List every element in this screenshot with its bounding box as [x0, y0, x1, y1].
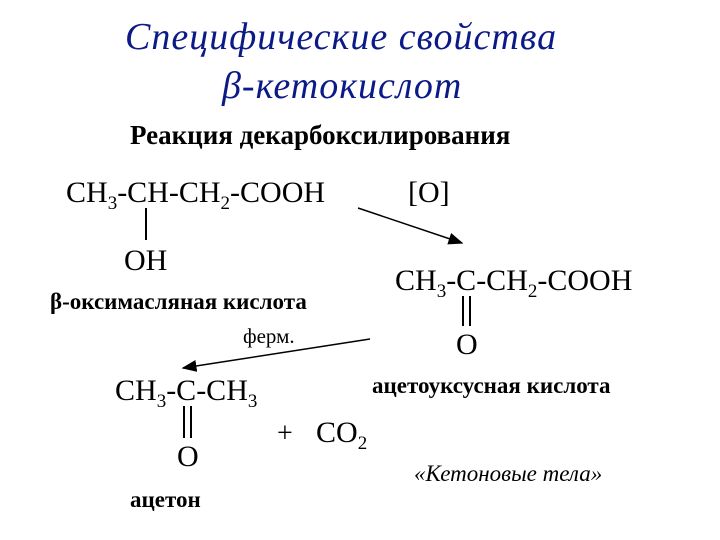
carbonyl-oxygen: O [456, 328, 478, 361]
formula-part: -COOH [537, 264, 633, 297]
formula-subscript: 3 [436, 281, 447, 302]
formula-subscript: 3 [156, 391, 167, 412]
hydroxybutyric-formula: CH3-CH-CH2-COOH [66, 176, 326, 214]
formula-part: -COOH [230, 176, 326, 209]
oxidation-arrow [357, 207, 464, 245]
acetone-formula: CH3-C-CH3 [115, 374, 257, 412]
title-line-2: β-кетокислот [222, 65, 463, 107]
hydroxybutyric-name: β-оксимасляная кислота [50, 289, 307, 314]
formula-part: CO [316, 416, 358, 449]
enzyme-label: ферм. [243, 324, 295, 348]
acetoacetic-name: ацетоуксусная кислота [372, 373, 611, 398]
plus-sign: + [277, 418, 293, 449]
formula-subscript: 2 [220, 193, 231, 214]
decarboxylation-arrow [181, 338, 371, 372]
formula-part: CH [115, 374, 157, 407]
formula-part: -C-CH [166, 374, 248, 407]
carbon-dioxide: CO2 [316, 416, 367, 454]
formula-subscript: 2 [527, 281, 538, 302]
oxidant-label: [O] [408, 176, 450, 209]
title-line-1: Специфические свойства [125, 16, 558, 58]
acetone-name: ацетон [130, 487, 201, 512]
formula-subscript: 3 [107, 193, 118, 214]
formula-subscript: 3 [247, 391, 258, 412]
hydroxyl-group: OH [124, 244, 168, 277]
formula-part: CH [66, 176, 108, 209]
formula-subscript: 2 [357, 433, 368, 454]
reaction-subtitle: Реакция декарбоксилирования [130, 120, 511, 150]
formula-part: CH [395, 264, 437, 297]
formula-part: -CH-CH [117, 176, 221, 209]
formula-part: -C-CH [446, 264, 528, 297]
acetone-oxygen: O [177, 440, 199, 473]
ketone-bodies-label: «Кетоновые тела» [414, 461, 603, 486]
acetoacetic-formula: CH3-C-CH2-COOH [395, 264, 633, 302]
